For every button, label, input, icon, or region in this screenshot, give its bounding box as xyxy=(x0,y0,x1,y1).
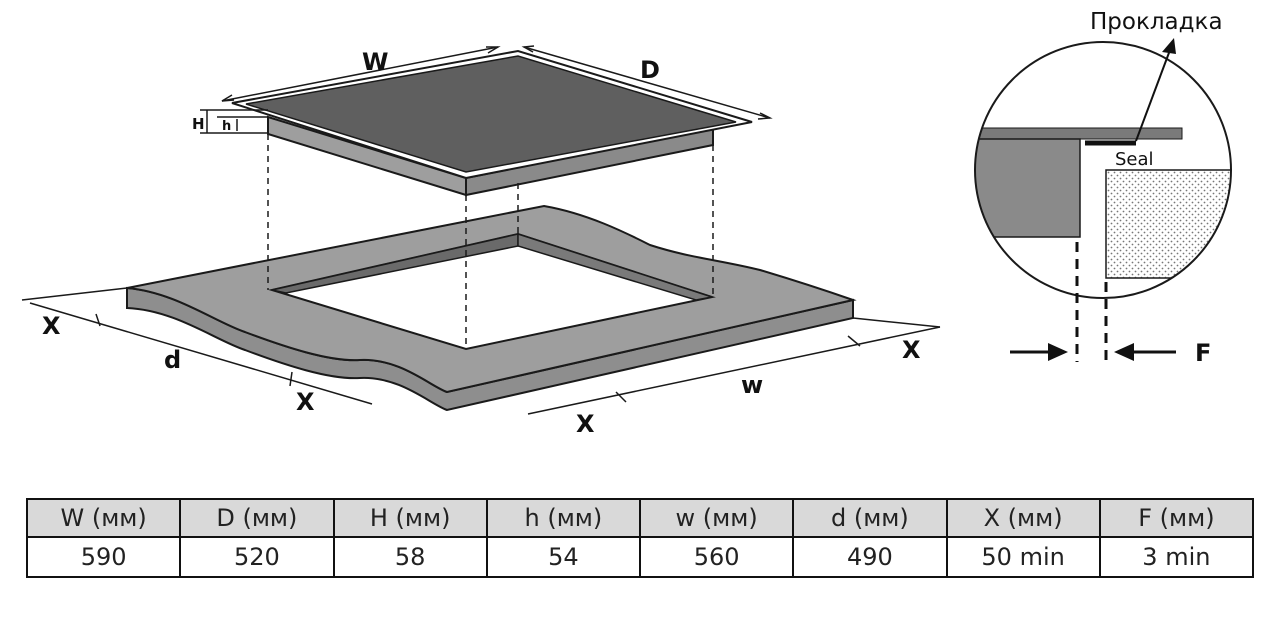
label-X-right: X xyxy=(902,336,921,364)
value-h: 54 xyxy=(485,536,642,578)
installation-diagram: W D H h X d X w X X Прокладка Seal xyxy=(21,9,1232,438)
header-H: H (мм) xyxy=(332,498,488,538)
value-W: 590 xyxy=(25,536,182,578)
projection-lines xyxy=(267,134,714,349)
value-H: 58 xyxy=(332,536,488,578)
label-w: w xyxy=(741,371,763,399)
value-D: 520 xyxy=(179,536,335,578)
cutout-left-wall xyxy=(517,232,713,301)
label-D: D xyxy=(640,56,660,84)
label-F: F xyxy=(1195,339,1211,367)
value-w: 560 xyxy=(638,536,795,578)
label-X-left: X xyxy=(42,312,61,340)
hob-glass xyxy=(245,55,737,173)
detail-circle-outline xyxy=(974,41,1232,299)
gap-arrow-left-head xyxy=(1048,343,1068,361)
table-row: 590 520 58 54 560 490 50 min 3 min xyxy=(25,536,1255,578)
label-gasket: Прокладка xyxy=(1090,9,1223,35)
value-d: 490 xyxy=(792,536,948,578)
header-h: h (мм) xyxy=(485,498,642,538)
label-h: h xyxy=(222,119,231,134)
detail-hob-body xyxy=(975,138,1081,238)
header-d: d (мм) xyxy=(792,498,948,538)
detail-hob-top xyxy=(975,127,1183,140)
header-X: X (мм) xyxy=(945,498,1101,538)
header-F: F (мм) xyxy=(1098,498,1255,538)
label-H: H xyxy=(192,115,205,133)
label-W: W xyxy=(362,48,388,76)
table-header-row: W (мм) D (мм) H (мм) h (мм) w (мм) d (мм… xyxy=(25,498,1255,538)
label-seal: Seal xyxy=(1115,149,1154,170)
header-w: w (мм) xyxy=(638,498,795,538)
countertop xyxy=(126,204,857,412)
label-d: d xyxy=(164,346,181,374)
gasket-pointer xyxy=(1135,49,1171,142)
hob xyxy=(231,49,753,197)
dimension-lines xyxy=(21,45,941,415)
dimension-labels: W D H h X d X w X X xyxy=(42,48,921,438)
label-X-front-right: X xyxy=(576,410,595,438)
gasket-pointer-head xyxy=(1162,38,1176,54)
gap-arrow-right-head xyxy=(1114,343,1134,361)
value-X: 50 min xyxy=(945,536,1101,578)
label-X-front-left: X xyxy=(296,388,315,416)
header-W: W (мм) xyxy=(25,498,182,538)
seal-detail: Прокладка Seal F xyxy=(974,9,1232,367)
value-F: 3 min xyxy=(1098,536,1255,578)
dimensions-table: W (мм) D (мм) H (мм) h (мм) w (мм) d (мм… xyxy=(25,498,1255,578)
header-D: D (мм) xyxy=(179,498,335,538)
detail-cabinet xyxy=(1105,169,1231,279)
